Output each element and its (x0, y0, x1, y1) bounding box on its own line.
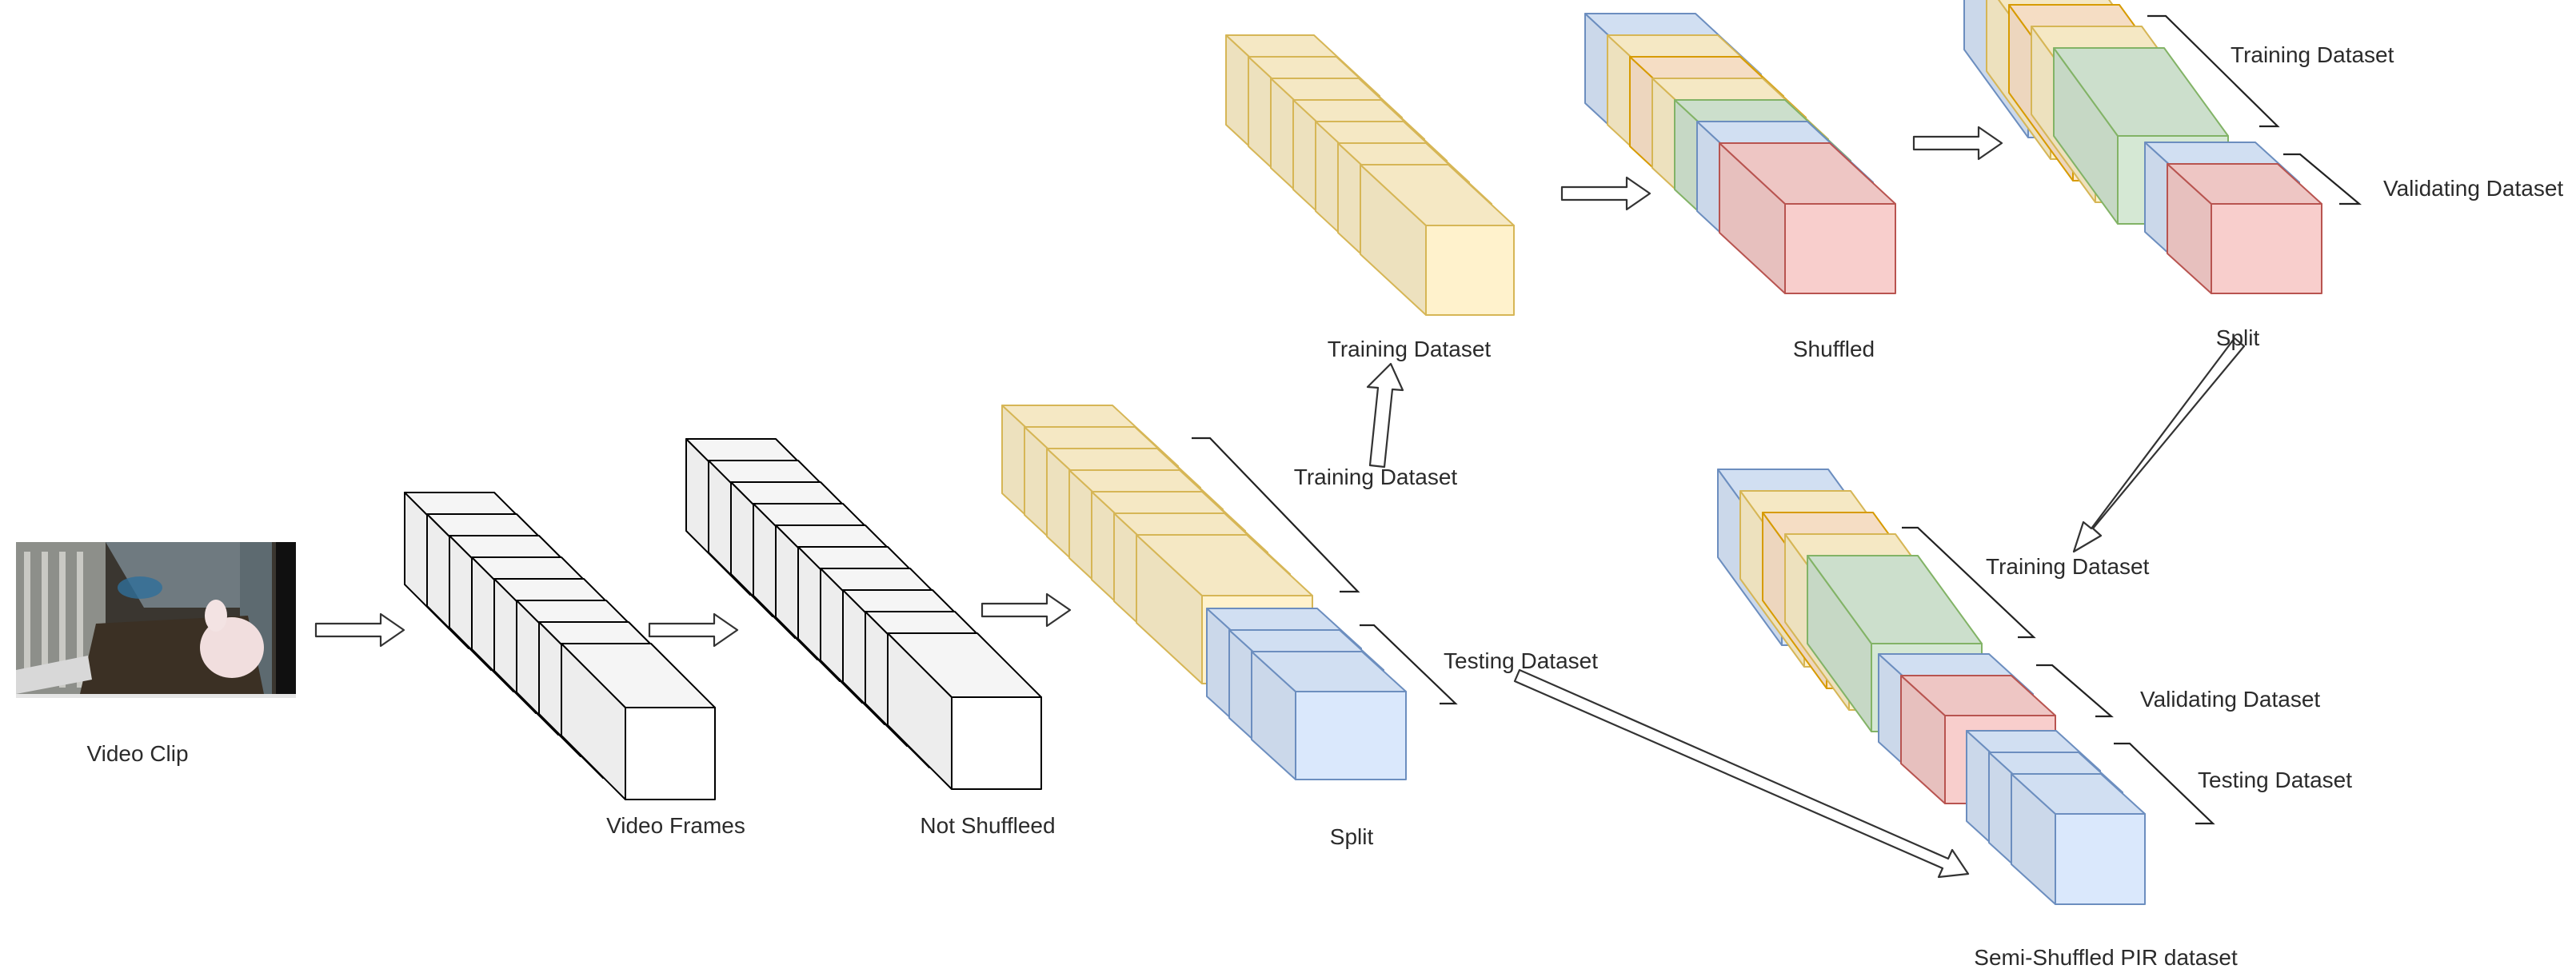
split2-validating-stack (2144, 142, 2322, 294)
arrow-testing-to-semi (1513, 668, 1970, 879)
labels: Video Clip Video Frames Not Shuffleed Sp… (86, 42, 2563, 970)
arrow-clip-to-frames (314, 612, 405, 648)
semi-testing-stack-cube (2011, 773, 2146, 905)
arrow-to-shuffled (1560, 176, 1651, 211)
bracket-testing-3 (2114, 742, 2215, 825)
video-frames-stack-cube (561, 643, 716, 800)
arrow-shuffled-to-split (1912, 126, 2003, 161)
shuffled-stack-cube (1719, 142, 1896, 294)
bracket-validating-2 (2283, 153, 2362, 205)
video-frames-stack (404, 492, 716, 800)
label-split-1: Split (1330, 824, 1374, 849)
label-training-dataset-top: Training Dataset (1328, 337, 1492, 361)
training-dataset-stack (1225, 34, 1515, 316)
label-split-2: Split (2216, 325, 2260, 350)
label-validating-dataset-2: Validating Dataset (2383, 176, 2563, 201)
label-semi-shuffled: Semi-Shuffled PIR dataset (1974, 945, 2238, 970)
split1-testing-stack (1206, 608, 1407, 780)
dataset-cubes (404, 0, 2322, 905)
label-testing-dataset-3: Testing Dataset (2198, 768, 2352, 792)
label-training-dataset-3: Training Dataset (1986, 554, 2150, 579)
arrow-split-down (2072, 337, 2246, 553)
split1-testing-stack-cube (1251, 651, 1407, 780)
arrow-training-up (1366, 362, 1404, 469)
bracket-training-3 (1902, 526, 2036, 639)
not-shuffled-stack-cube (887, 632, 1042, 790)
semi-testing-stack (1966, 730, 2146, 905)
split2-validating-stack-cube (2167, 163, 2322, 294)
label-not-shuffled: Not Shuffleed (920, 813, 1055, 838)
label-shuffled: Shuffled (1793, 337, 1875, 361)
training-dataset-stack-cube (1360, 164, 1515, 316)
arrow-frames-to-notshuffled (648, 612, 739, 648)
label-validating-dataset-3: Validating Dataset (2140, 687, 2320, 712)
label-video-frames: Video Frames (606, 813, 745, 838)
bracket-testing-1 (1360, 624, 1458, 705)
label-training-dataset-1: Training Dataset (1294, 465, 1458, 489)
bracket-validating-3 (2036, 664, 2114, 718)
video-clip-thumbnail (16, 542, 296, 698)
bracket-training-2 (2147, 14, 2280, 128)
not-shuffled-stack (685, 438, 1042, 790)
bracket-training-1 (1192, 437, 1360, 593)
label-training-dataset-2: Training Dataset (2231, 42, 2394, 67)
label-video-clip: Video Clip (86, 741, 188, 766)
label-testing-dataset-1: Testing Dataset (1444, 648, 1598, 673)
shuffled-stack (1584, 13, 1896, 294)
arrow-notshuffled-to-split (980, 592, 1072, 628)
